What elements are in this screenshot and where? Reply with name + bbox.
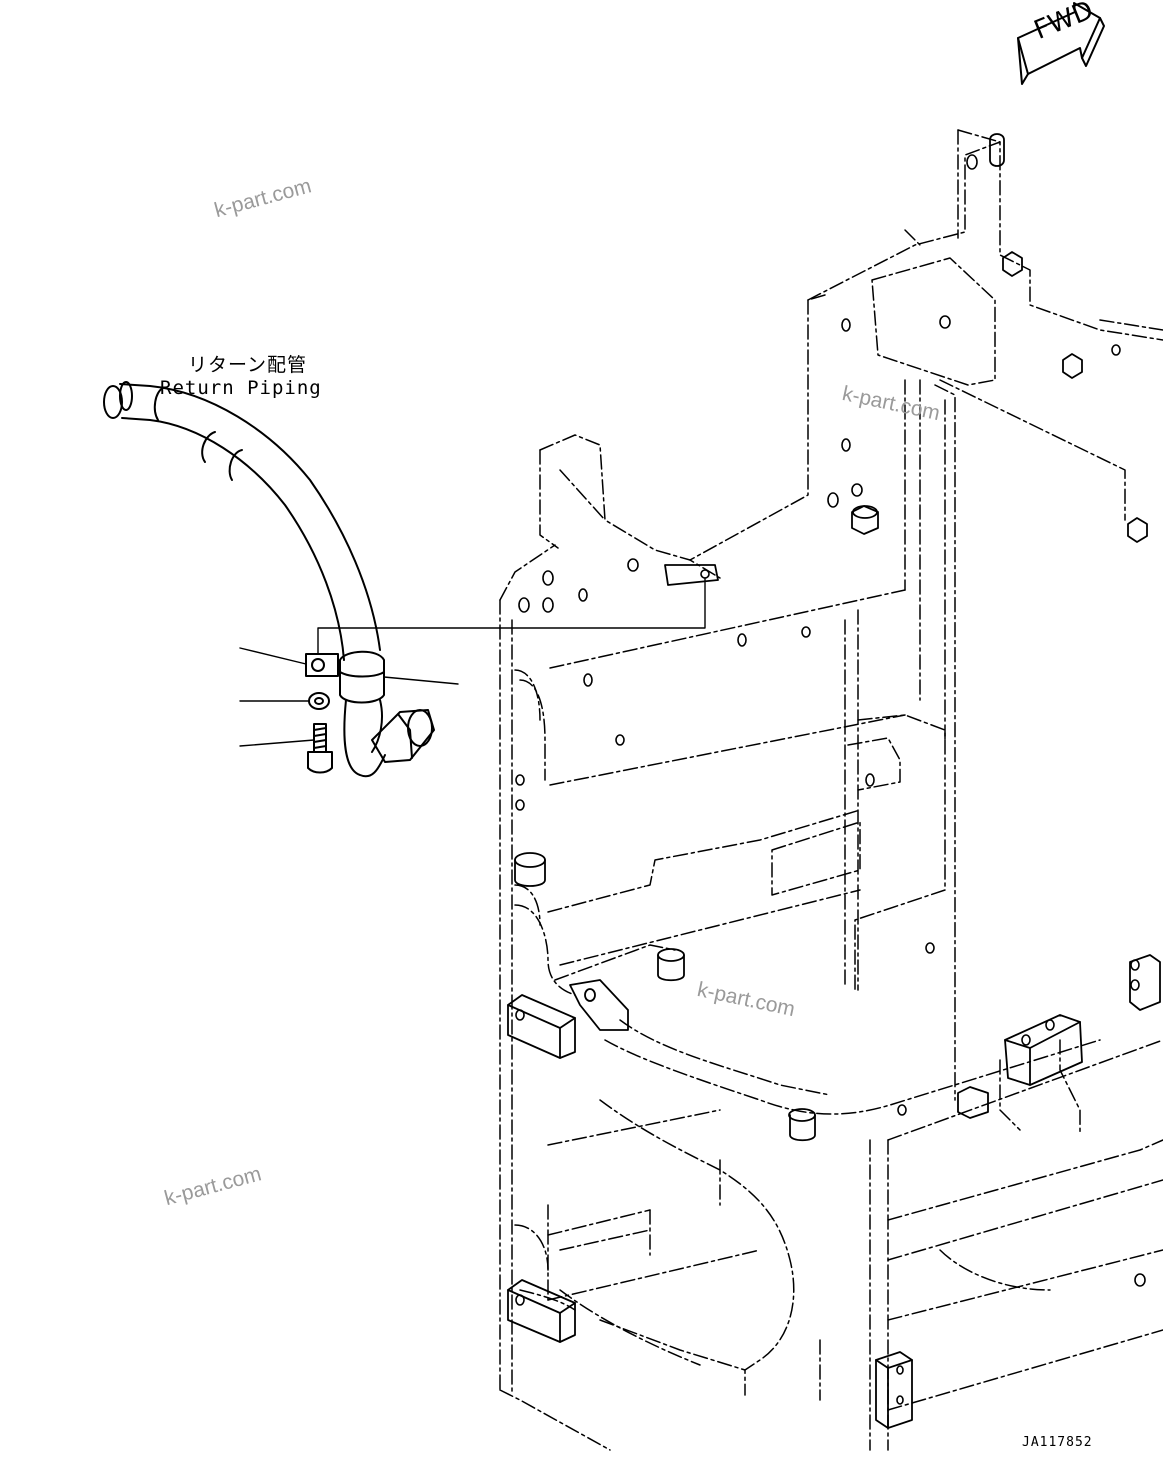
return-piping-label-english: Return Piping	[160, 377, 322, 399]
return-pipe	[103, 381, 386, 778]
frame-holes	[515, 154, 1146, 1405]
leader-lines	[239, 577, 706, 747]
pipe-clamp	[305, 650, 385, 704]
machine-frame	[499, 129, 1163, 1451]
bolt	[307, 723, 333, 774]
bosses-and-nuts	[507, 133, 1161, 1429]
elbow-fitting	[371, 709, 435, 763]
return-piping-label-japanese: リターン配管	[188, 354, 308, 376]
drawing-id-label: JA117852	[1022, 1435, 1093, 1450]
washer	[308, 692, 330, 710]
fwd-arrow-icon	[1017, 2, 1105, 85]
